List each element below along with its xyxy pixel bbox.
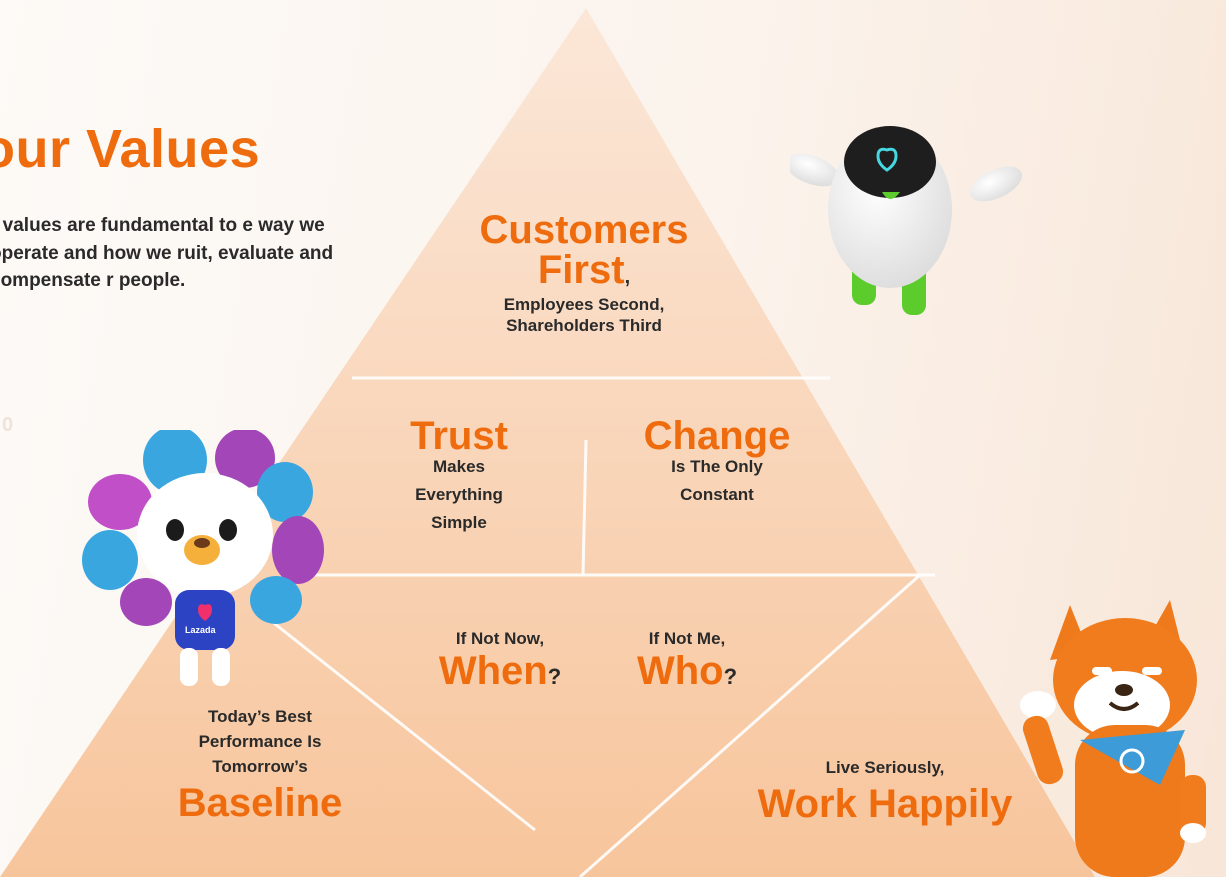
value-heading: Work Happily — [757, 782, 1013, 826]
value-heading-word: First — [537, 248, 625, 292]
question-mark: ? — [723, 664, 738, 689]
value-heading: Customers — [479, 208, 689, 252]
value-trust: Trust Makes Everything Simple — [374, 416, 544, 533]
flower-cat-mascot-icon — [82, 430, 324, 686]
value-sub: Shareholders Third — [506, 316, 662, 335]
question-mark: ? — [547, 664, 562, 689]
value-sub: Is The Only — [671, 457, 763, 476]
value-sub: Everything — [415, 485, 503, 504]
intro-text: r values are fundamental to e way we ope… — [0, 215, 334, 291]
value-sub: Today’s Best — [208, 707, 312, 726]
value-lead: Live Seriously, — [825, 758, 945, 777]
value-who: If Not Me, Who? — [612, 628, 762, 691]
value-heading-line2: First, — [434, 250, 734, 290]
value-heading: Change — [643, 414, 791, 458]
value-sub: Tomorrow’s — [212, 757, 308, 776]
value-sub: Makes — [433, 457, 485, 476]
value-when: If Not Now, When? — [420, 628, 580, 691]
value-heading: Who — [636, 649, 724, 693]
robot-mascot-icon — [790, 126, 1023, 315]
shiba-dog-mascot-icon — [1020, 600, 1206, 877]
value-heading: When — [438, 649, 548, 693]
value-lead: If Not Now, — [455, 629, 545, 648]
faint-mark: 0 — [2, 414, 14, 436]
value-sub: Simple — [431, 513, 487, 532]
cat-shirt-text: Lazada — [185, 625, 216, 635]
comma: , — [624, 266, 631, 288]
value-change: Change Is The Only Constant — [617, 416, 817, 505]
value-customers-first: Customers First, Employees Second, Share… — [434, 210, 734, 336]
pyramid-divider-vertical — [581, 439, 588, 576]
value-heading: Trust — [410, 414, 508, 458]
page-title: our Values — [0, 119, 261, 179]
value-sub: Employees Second, — [503, 295, 665, 314]
pyramid-divider-left-diagonal — [269, 618, 536, 832]
pyramid-divider-right-diagonal — [579, 573, 921, 877]
pyramid-shape — [0, 8, 1095, 877]
value-sub: Constant — [680, 485, 754, 504]
value-lead: If Not Me, — [648, 629, 726, 648]
value-heading: Baseline — [177, 781, 343, 825]
value-sub: Performance Is — [198, 732, 322, 751]
value-baseline: Today’s Best Performance Is Tomorrow’s B… — [160, 704, 360, 823]
value-work-happily: Live Seriously, Work Happily — [730, 757, 1040, 824]
